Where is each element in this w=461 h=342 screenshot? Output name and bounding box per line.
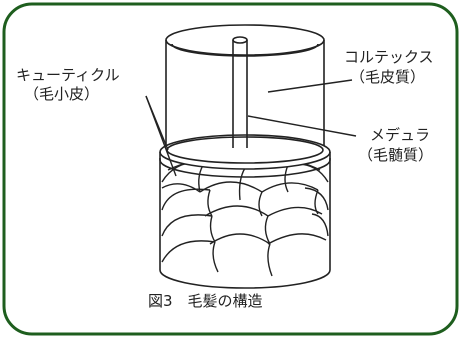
medulla-label: メデュラ [370,126,430,144]
cuticle-leader-2 [145,95,177,177]
medulla-top [232,36,248,44]
cortex-label: コルテックス [344,48,434,66]
cuticle-scales [161,158,329,277]
cortex-top-edge [165,24,325,56]
cortex-top-inner-rim [171,43,319,57]
medulla-leader [247,115,357,137]
figure-caption: 図3 毛髪の構造 [148,292,263,310]
cuticle-label-sub: （毛小皮） [24,85,99,103]
leader-lines [145,79,357,177]
cylinder-bottom-edge [159,269,331,289]
hair-cylinder [159,24,331,289]
cuticle-label: キューティクル [16,66,120,84]
cuticle-ring-inner [166,136,324,164]
cortex-label-sub: （毛皮質） [350,68,425,86]
medulla-label-sub: （毛髄質） [358,146,433,164]
cortex-leader [267,79,353,93]
